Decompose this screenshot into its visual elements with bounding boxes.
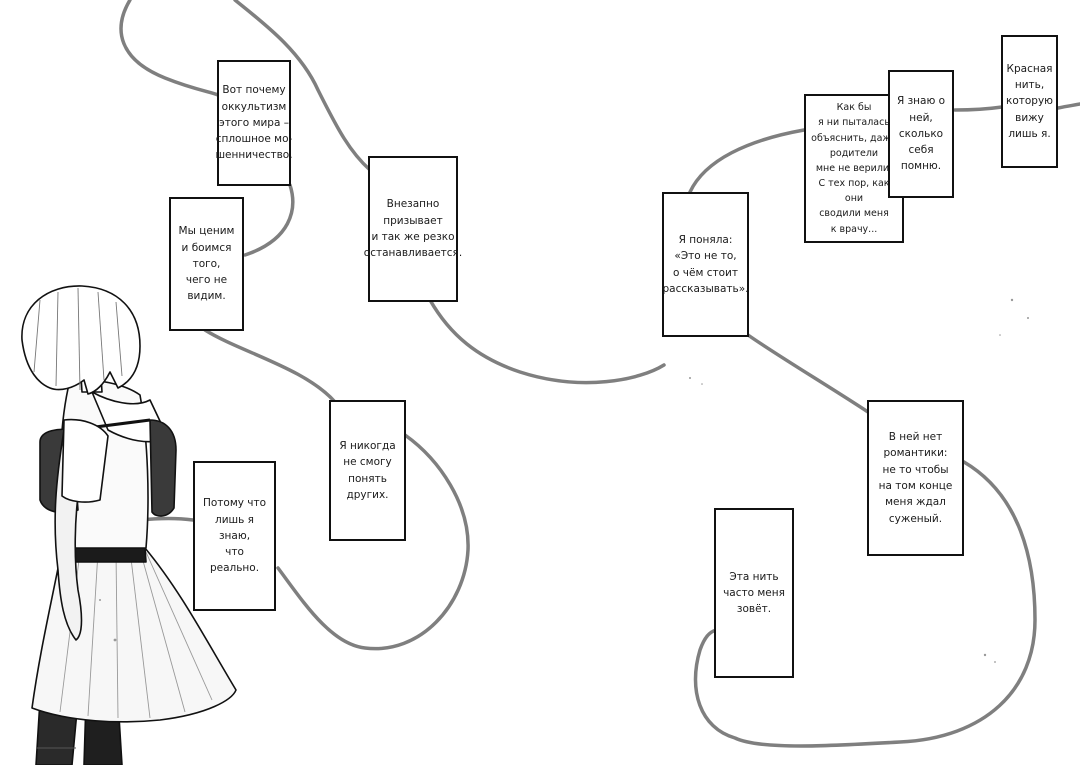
caption-only-i-know: Потому что лишь я знаю, что реально. (193, 461, 276, 611)
caption-parents: Как бы я ни пыталась объяснить, даже род… (804, 94, 904, 243)
caption-i-know-her: Я знаю о ней, сколько себя помню. (888, 70, 954, 198)
caption-red-thread: Красная нить, которую вижу лишь я. (1001, 35, 1058, 168)
caption-no-romance: В ней нет романтики: не то чтобы на том … (867, 400, 964, 556)
caption-never-understand: Я никогда не смогу понять других. (329, 400, 406, 541)
ink-speckles (99, 298, 1029, 663)
caption-i-realized: Я поняла: «Это не то, о чём стоит расска… (662, 192, 749, 337)
caption-thread-calls: Эта нить часто меня зовёт. (714, 508, 794, 678)
schoolgirl-figure (21, 285, 237, 765)
caption-we-value: Мы ценим и боимся того, чего не видим. (169, 197, 244, 331)
caption-suddenly: Внезапно призывает и так же резко остана… (364, 156, 462, 302)
caption-occultism: Вот почему оккультизм этого мира – сплош… (215, 60, 293, 186)
